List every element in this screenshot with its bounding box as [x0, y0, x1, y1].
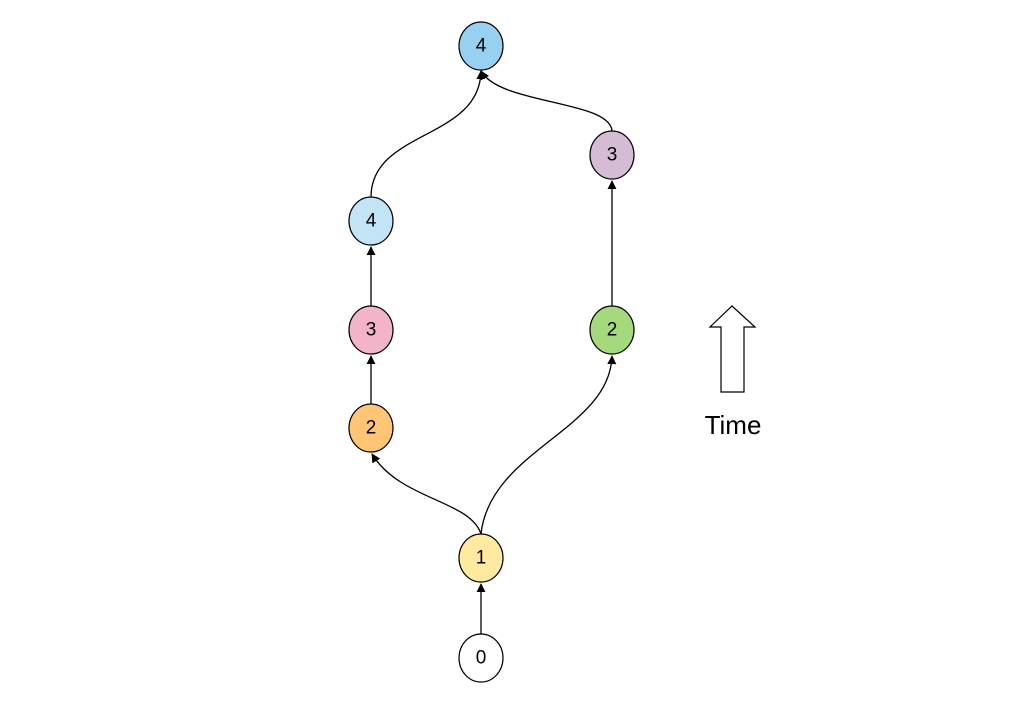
node-4top-shape	[458, 21, 504, 71]
node-4top: 4	[458, 21, 504, 71]
node-0: 0	[458, 633, 504, 683]
node-3b-shape	[589, 130, 635, 180]
node-4a-shape	[348, 196, 394, 246]
node-0-label: 0	[476, 648, 487, 669]
node-4top-label: 4	[476, 36, 487, 57]
node-2b-label: 2	[607, 320, 618, 341]
node-1-label: 1	[476, 548, 487, 569]
node-0-shape	[458, 633, 504, 683]
node-1: 1	[458, 533, 504, 583]
node-3b: 3	[589, 130, 635, 180]
edge-1-to-2b	[480, 355, 617, 535]
node-2a-shape	[348, 403, 394, 453]
time-label: Time	[705, 410, 762, 440]
node-3a: 3	[348, 305, 394, 355]
node-2b-shape	[589, 305, 635, 355]
node-4a: 4	[348, 196, 394, 246]
edge-3b-to-4top	[480, 70, 613, 132]
node-2a-label: 2	[366, 418, 377, 439]
edge-4a-to-4top	[370, 70, 486, 198]
node-2a: 2	[348, 403, 394, 453]
edge-1-to-2a	[371, 453, 482, 535]
node-3a-shape	[348, 305, 394, 355]
time-arrow-icon	[708, 305, 757, 393]
node-1-shape	[458, 533, 504, 583]
node-2b: 2	[589, 305, 635, 355]
node-3b-label: 3	[607, 145, 618, 166]
node-4a-label: 4	[366, 211, 377, 232]
node-3a-label: 3	[366, 320, 377, 341]
